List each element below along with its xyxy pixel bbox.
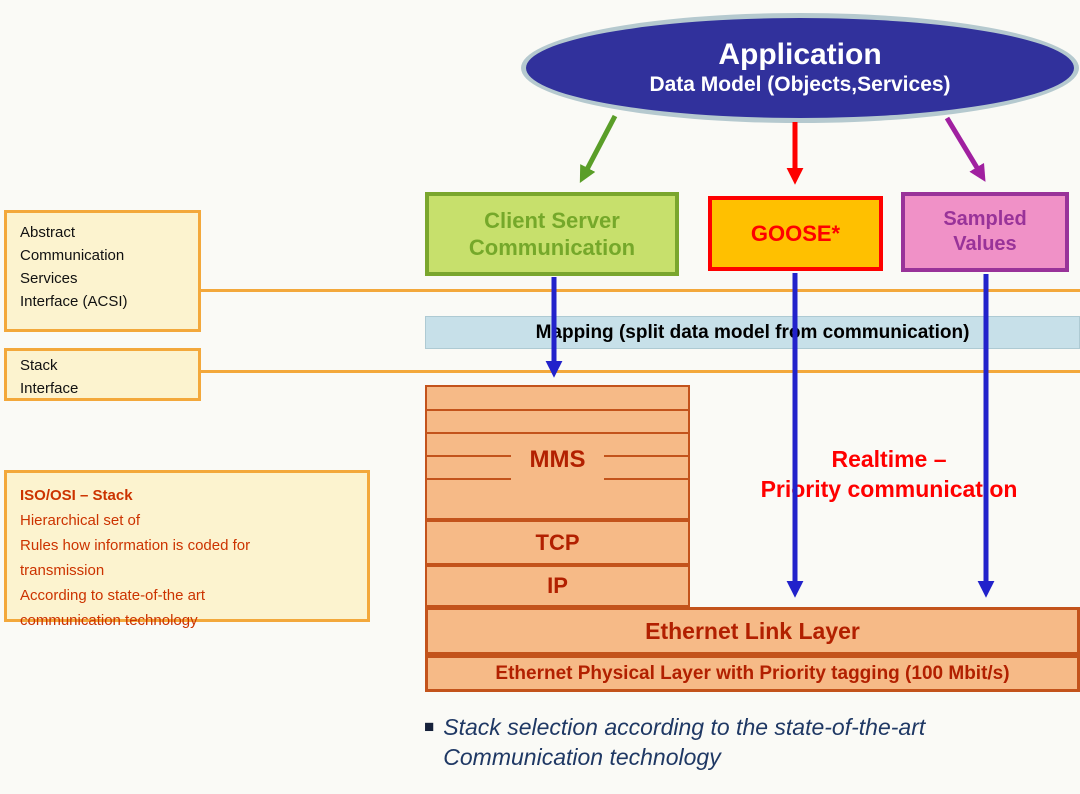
stack-interface-label-box: Stack Interface xyxy=(4,348,201,401)
acsi-connector-line xyxy=(200,289,1080,292)
ip-label: IP xyxy=(547,573,568,598)
goose-label: GOOSE* xyxy=(750,220,841,246)
sampled-values-label-line1: Sampled xyxy=(943,208,1027,230)
tcp-layer-box: TCP xyxy=(425,520,690,565)
mms-layer-divider xyxy=(427,478,511,480)
mms-layer-divider xyxy=(427,455,511,457)
square-bullet-icon: ■ xyxy=(424,717,435,736)
arrow-application-to-client-server xyxy=(579,114,618,184)
client-server-label-line1: Client Server xyxy=(484,208,620,233)
mms-layer-divider xyxy=(427,432,688,434)
application-subtitle: Data Model (Objects,Services) xyxy=(649,73,951,96)
footnote-text: Stack selection according to the state-o… xyxy=(443,712,925,772)
ethernet-physical-layer-box: Ethernet Physical Layer with Priority ta… xyxy=(425,655,1080,692)
footnote-line2: Communication technology xyxy=(443,744,721,770)
iso-osi-line1: Hierarchical set of xyxy=(20,512,141,529)
iso-osi-title: ISO/OSI – Stack xyxy=(20,487,133,504)
ethernet-link-layer-box: Ethernet Link Layer xyxy=(425,607,1080,655)
mms-layer-box: MMS xyxy=(425,385,690,520)
client-server-communication-box: Client Server Communication xyxy=(425,192,679,276)
acsi-label-box: Abstract Communication Services Interfac… xyxy=(4,210,201,332)
sampled-values-box: Sampled Values xyxy=(901,192,1069,272)
mms-layer-divider xyxy=(427,409,688,411)
acsi-line1: Abstract xyxy=(20,224,76,241)
application-title: Application xyxy=(718,38,882,71)
realtime-line2: Priority communication xyxy=(760,476,1018,502)
stack-interface-connector-line xyxy=(200,370,1080,373)
iso-osi-line2: Rules how information is coded for xyxy=(20,537,251,554)
footnote-line1: Stack selection according to the state-o… xyxy=(443,714,926,740)
ethernet-physical-label: Ethernet Physical Layer with Priority ta… xyxy=(495,662,1010,684)
stack-interface-line1: Stack xyxy=(20,357,58,374)
goose-box: GOOSE* xyxy=(708,196,883,271)
footnote: ■ Stack selection according to the state… xyxy=(424,712,1064,772)
realtime-priority-note: Realtime – Priority communication xyxy=(700,444,1078,504)
tcp-label: TCP xyxy=(535,529,580,555)
sampled-values-label-line2: Values xyxy=(953,233,1017,255)
acsi-line3: Services xyxy=(20,270,78,287)
mms-label: MMS xyxy=(529,446,586,473)
client-server-label-line2: Communication xyxy=(468,235,636,260)
iso-osi-line3: transmission xyxy=(20,562,105,579)
iso-osi-stack-note-box: ISO/OSI – Stack Hierarchical set of Rule… xyxy=(4,470,370,629)
iso-osi-line4: According to state-of-the art xyxy=(20,587,206,604)
mapping-label: Mapping (split data model from communica… xyxy=(535,321,970,343)
acsi-line4: Interface (ACSI) xyxy=(20,293,128,310)
realtime-line1: Realtime – xyxy=(831,446,947,472)
acsi-line2: Communication xyxy=(20,247,125,264)
iso-osi-line5: communication technology xyxy=(20,612,198,629)
ethernet-link-label: Ethernet Link Layer xyxy=(645,617,860,644)
mms-layer-divider xyxy=(604,478,688,480)
mms-layer-divider xyxy=(604,455,688,457)
application-ellipse: Application Data Model (Objects,Services… xyxy=(521,13,1079,123)
arrow-application-to-sampled-values xyxy=(944,116,986,182)
ip-layer-box: IP xyxy=(425,565,690,607)
stack-interface-line2: Interface xyxy=(20,380,79,397)
mapping-bar: Mapping (split data model from communica… xyxy=(425,316,1080,349)
